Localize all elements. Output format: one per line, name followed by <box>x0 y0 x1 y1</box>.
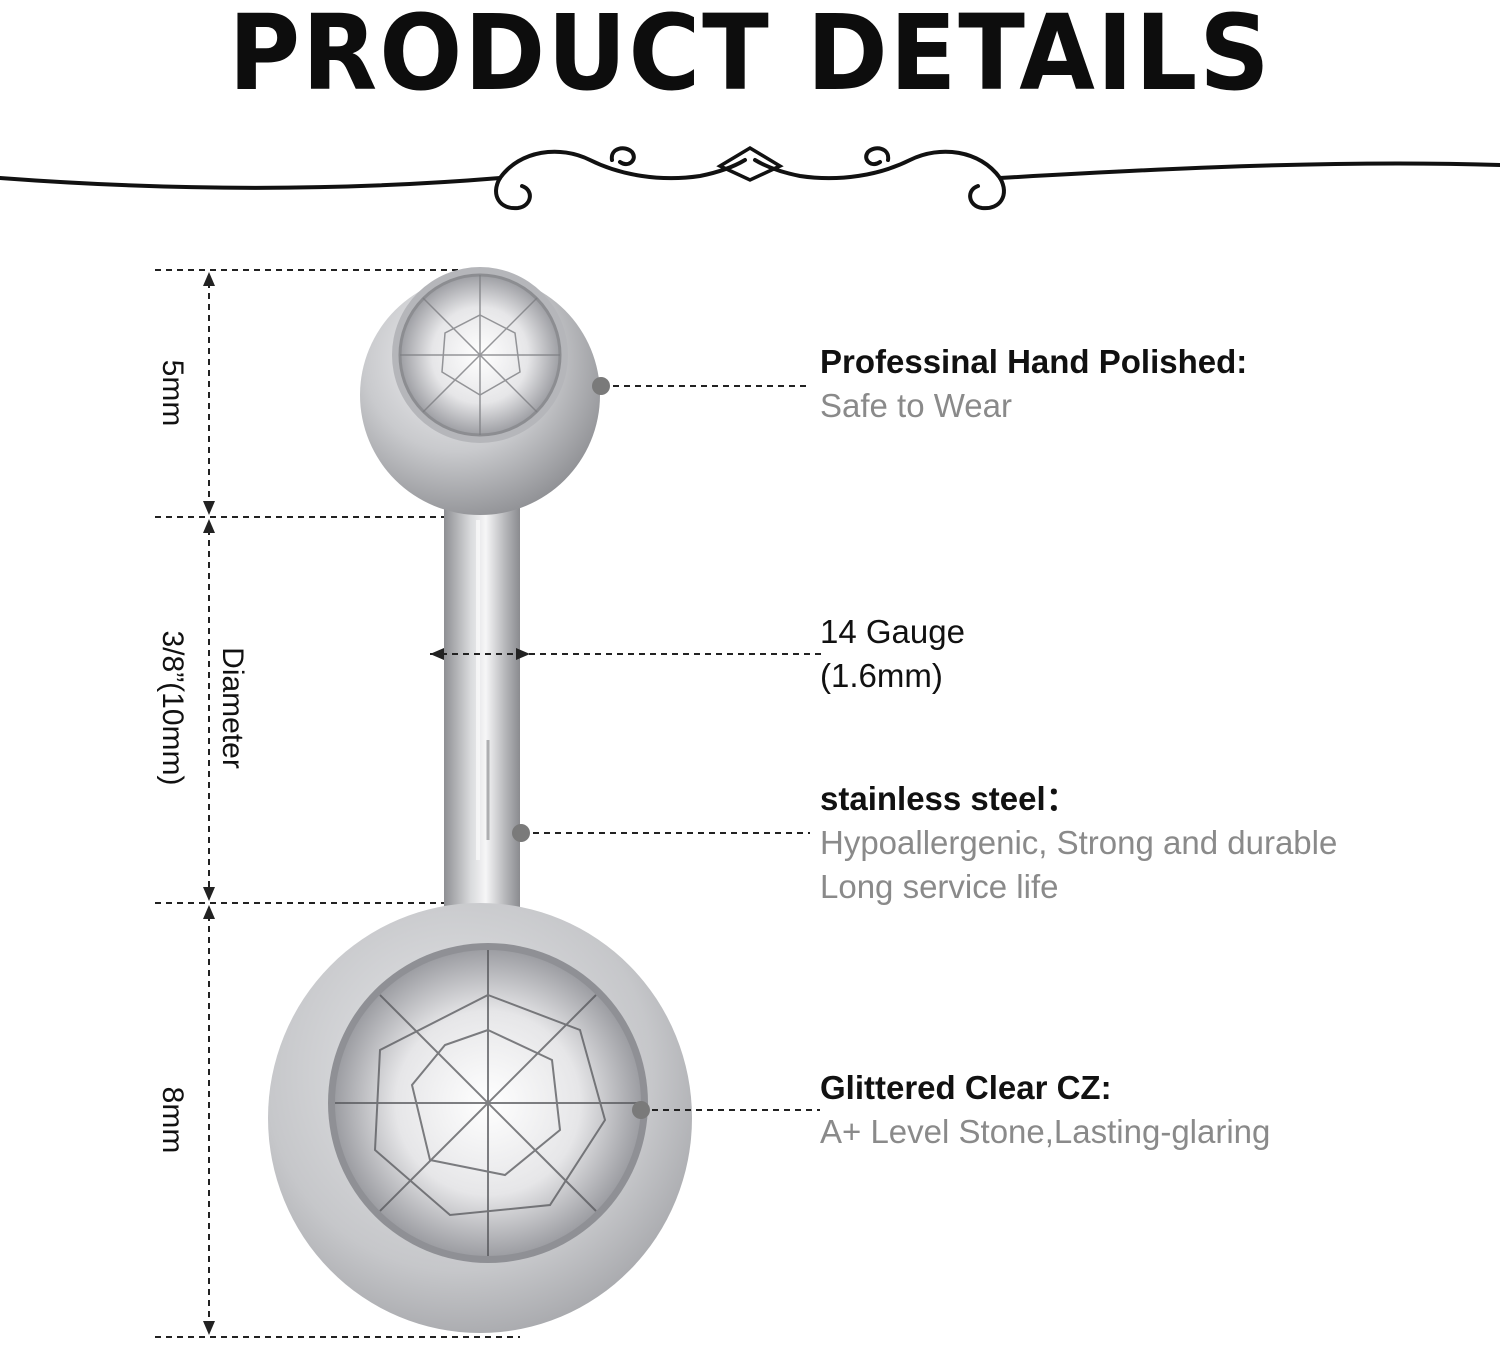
feature-material-heading: stainless steel： <box>820 780 1079 817</box>
top-ball <box>360 267 600 515</box>
feature-polish-sub: Safe to Wear <box>820 387 1012 424</box>
page-title: PRODUCT DETAILS <box>228 0 1272 114</box>
feature-material: stainless steel： Hypoallergenic, Strong … <box>820 777 1337 909</box>
feature-polish-heading: Professinal Hand Polished: <box>820 343 1248 380</box>
ornament-divider <box>0 145 1500 211</box>
callout-leaders <box>430 385 825 1111</box>
feature-material-sub1: Hypoallergenic, Strong and durable <box>820 824 1338 861</box>
dimension-guides <box>155 269 520 1338</box>
top-ball-size-label: 5mm <box>156 359 189 427</box>
callout-markers <box>512 377 650 1119</box>
feature-stone: Glittered Clear CZ: A+ Level Stone,Lasti… <box>820 1066 1270 1154</box>
bar-diameter-note: Diameter <box>216 647 249 769</box>
feature-gauge-line2: (1.6mm) <box>820 657 943 694</box>
bottom-ball <box>268 903 692 1333</box>
gauge-arrowheads <box>430 648 530 660</box>
feature-polish: Professinal Hand Polished: Safe to Wear <box>820 340 1247 428</box>
feature-gauge: 14 Gauge (1.6mm) <box>820 610 965 698</box>
bar-length-label: 3/8”(10mm) <box>156 630 189 786</box>
bottom-ball-size-label: 8mm <box>156 1086 189 1154</box>
feature-material-sub2: Long service life <box>820 868 1059 905</box>
feature-stone-heading: Glittered Clear CZ: <box>820 1069 1112 1106</box>
dimension-arrowheads <box>203 272 215 1335</box>
feature-gauge-line1: 14 Gauge <box>820 613 965 650</box>
feature-stone-sub: A+ Level Stone,Lasting-glaring <box>820 1113 1271 1150</box>
steel-bar <box>444 495 520 925</box>
